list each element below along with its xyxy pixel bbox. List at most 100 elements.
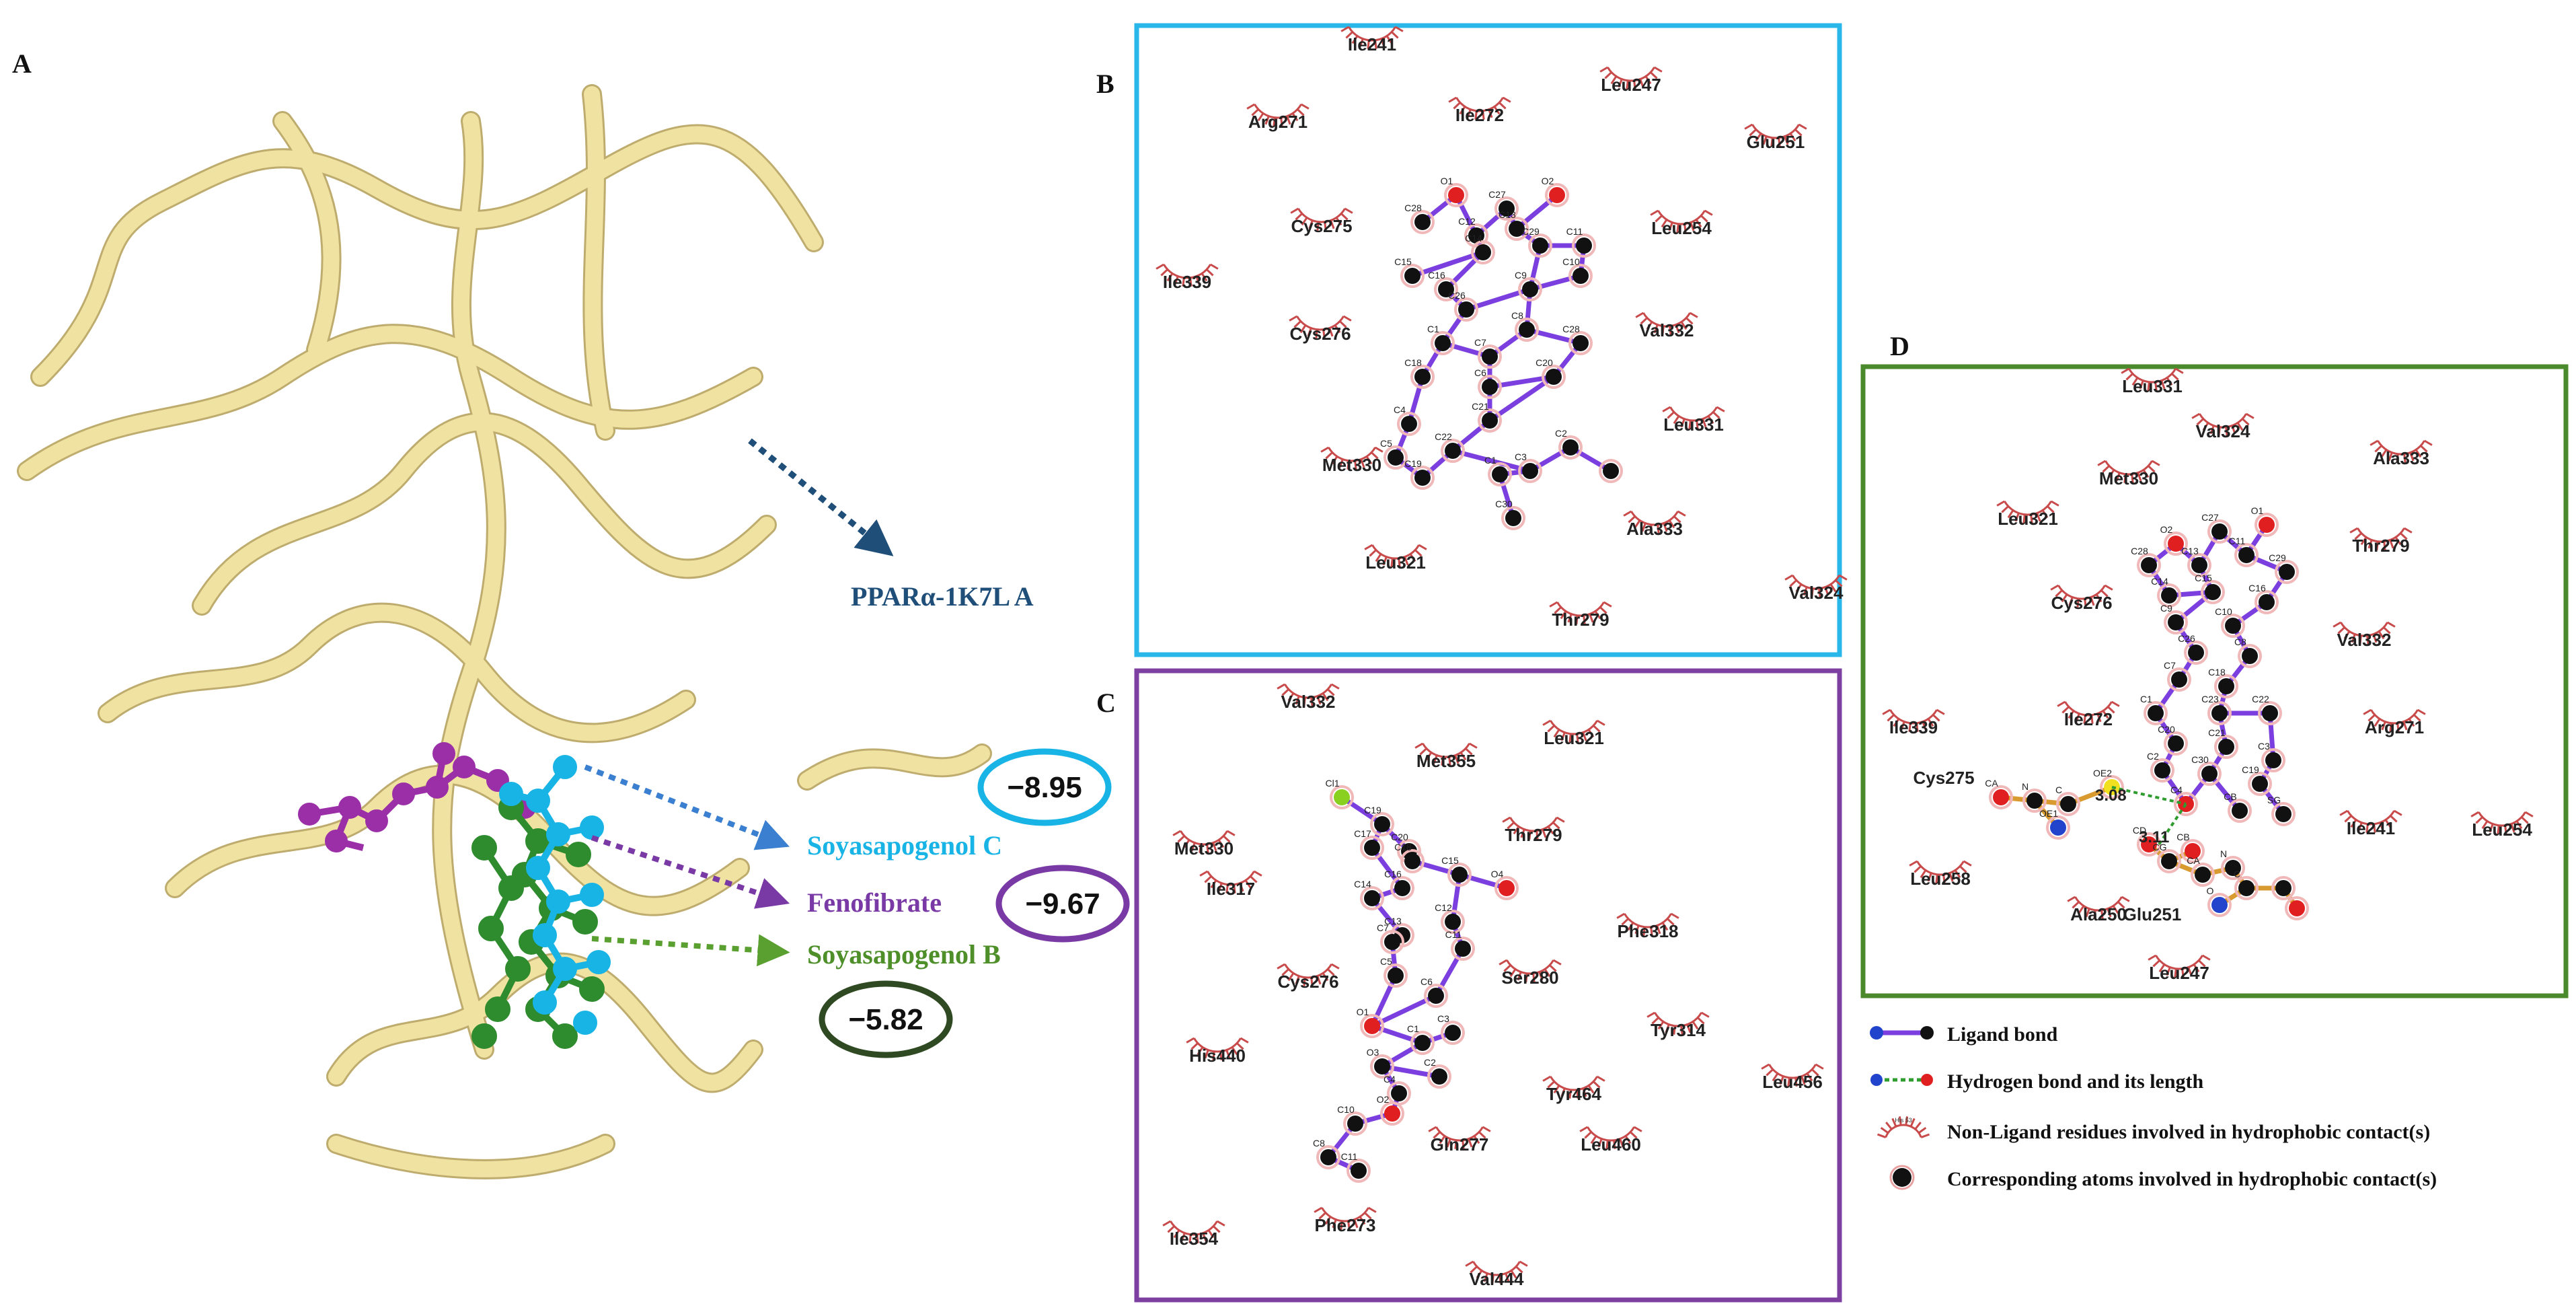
panel-c-atom: [1320, 1149, 1336, 1165]
panel-d-atom: [2218, 739, 2234, 755]
panel-b-residue-arcs: [1156, 26, 1848, 624]
panel-b-atom-label: C21: [1472, 401, 1489, 412]
panel-b-atom: [1549, 187, 1565, 203]
panel-d-atom: [2275, 880, 2291, 896]
panel-b-atom: [1414, 369, 1431, 385]
panel-d-hbond-residue-cys275: Cys275: [1913, 768, 1974, 788]
panel-d-residue-val324: Val324: [2196, 421, 2251, 441]
panel-d-atom-label: C4: [2170, 785, 2183, 795]
panel-d-arc-leu331: [2121, 367, 2184, 391]
panel-c-atom: [1394, 880, 1410, 896]
panel-d-arc-leu258: [1909, 860, 1972, 883]
panel-b-arc-ile272: [1448, 96, 1511, 120]
legend-hbond: Hydrogen bond and its length: [1947, 1070, 2204, 1093]
panel-d-atom: [2201, 766, 2218, 782]
panel-c-atom-label: C7: [1377, 922, 1389, 933]
panel-d-atom: [2168, 614, 2184, 630]
panel-d-residue-ile241: Ile241: [2347, 818, 2395, 838]
panel-b-frame: [1134, 23, 1842, 657]
panel-b-atom-label: C11: [1566, 226, 1583, 237]
score-soyasapogenol-c: −8.95: [1007, 771, 1082, 804]
panel-d-residue-cys276: Cys276: [2051, 593, 2112, 613]
panel-b-residue-met330: Met330: [1322, 455, 1381, 475]
legend-arc-shape: [1877, 1116, 1930, 1138]
panel-b-atom-label: C8: [1511, 310, 1523, 321]
panel-d-atom: [2238, 547, 2255, 563]
panel-b-residue-ile339: Ile339: [1163, 272, 1211, 292]
panel-d-atom-label: C15: [2195, 573, 2212, 583]
panel-d-atom: [2050, 819, 2066, 836]
panel-d-atom-label: CG: [2153, 842, 2167, 852]
panel-d-arc-ala250: [2067, 896, 2130, 919]
panel-d-atom-label: C29: [2269, 552, 2286, 563]
panel-d-atom: [2265, 752, 2281, 768]
panel-c-residue-arcs: [1162, 683, 1824, 1284]
panel-d-atom-label: OE1: [2039, 808, 2058, 819]
panel-d-atom-label: C9: [2160, 603, 2172, 614]
panel-d-atom-label: O2: [2160, 524, 2173, 535]
score-badge-soyasapogenol-b: −5.82: [819, 980, 953, 1058]
panel-b-atom: [1603, 463, 1619, 479]
panel-c-atom-label: Cl1: [1325, 778, 1339, 789]
panel-c-arc-leu321: [1542, 719, 1605, 743]
score-fenofibrate: −9.67: [1025, 887, 1100, 920]
panel-c-atom: [1451, 867, 1468, 883]
panel-d-atom: [2171, 671, 2187, 688]
panel-d-atom-label: SG: [2267, 795, 2281, 805]
panel-c-residue-his440: His440: [1189, 1046, 1246, 1066]
panel-b-residue-cys275: Cys275: [1291, 216, 1352, 236]
legend-atom-icon: [1889, 1165, 1915, 1190]
panel-d-atom: [2161, 853, 2177, 869]
panel-d-atom: [2161, 587, 2177, 604]
panel-b-atom-label: C1: [1484, 455, 1497, 466]
panel-c-atom-label: C10: [1337, 1104, 1355, 1115]
panel-d-atom-label: N: [2220, 848, 2227, 859]
panel-d-atom: [2154, 762, 2170, 778]
panel-b-atom-label: C13: [1499, 209, 1516, 220]
panel-d-atom-label: OE2: [2093, 768, 2112, 778]
panel-b-atom: [1468, 227, 1484, 244]
panel-d-hbond-length-2: 3.11: [2139, 828, 2169, 846]
panel-a: A: [12, 48, 1130, 1179]
arrow-soyasapogenol-c: [584, 764, 790, 850]
legend-contact-atoms: Corresponding atoms involved in hydropho…: [1947, 1168, 2437, 1190]
panel-c-arc-ile317: [1199, 870, 1262, 894]
panel-b-atom: [1576, 238, 1592, 254]
legend-ligand-bond: Ligand bond: [1947, 1023, 2058, 1046]
panel-d-atom-label: C14: [2151, 576, 2168, 587]
panel-c-atom-label: O2: [1377, 1094, 1390, 1105]
panel-d-atom: [2141, 557, 2157, 573]
legend-residue-icon-label: His 53: [1895, 1117, 1912, 1124]
panel-d-arc-leu254: [2470, 811, 2534, 834]
panel-b-arc-glu251: [1744, 123, 1807, 147]
panel-c-arc-leu460: [1579, 1126, 1642, 1149]
panel-b-atom: [1532, 238, 1548, 254]
panel-c-arc-his440: [1186, 1037, 1249, 1060]
ligand-label-soyasapogenol-c: Soyasapogenol C: [807, 830, 1002, 861]
panel-d-atom: [2225, 860, 2241, 876]
panel-c-residue-phe318: Phe318: [1617, 921, 1678, 941]
arrow-fenofibrate: [591, 835, 790, 909]
panel-d-residue-ile272: Ile272: [2064, 709, 2113, 729]
panel-c-arc-tyr464: [1542, 1075, 1605, 1099]
panel-c-atom: [1428, 988, 1444, 1004]
panel-d-residue-ala333: Ala333: [2373, 448, 2429, 468]
score-badge-soyasapogenol-c: −8.95: [977, 748, 1112, 826]
panel-d-atom-label: O: [2207, 885, 2214, 896]
panel-b-atom-label: C6: [1474, 367, 1486, 378]
panel-b-residue-leu321: Leu321: [1365, 552, 1426, 573]
panel-d-atom: [2205, 584, 2221, 600]
panel-c-arc-val444: [1465, 1260, 1528, 1284]
panel-c-atom-label: O3: [1367, 1047, 1379, 1058]
panel-b-residue-ala333: Ala333: [1626, 519, 1683, 539]
panel-d-atom-label: C22: [2252, 694, 2269, 704]
panel-c-atom-label: C17: [1354, 828, 1371, 839]
panel-d-arc-val332: [2333, 621, 2396, 645]
panel-d-arc-thr279: [2349, 527, 2413, 550]
panel-b-atom-label: C5: [1380, 438, 1392, 449]
panel-d-arc-leu321: [1996, 500, 2059, 523]
panel-b-arc-cys276: [1289, 315, 1352, 338]
